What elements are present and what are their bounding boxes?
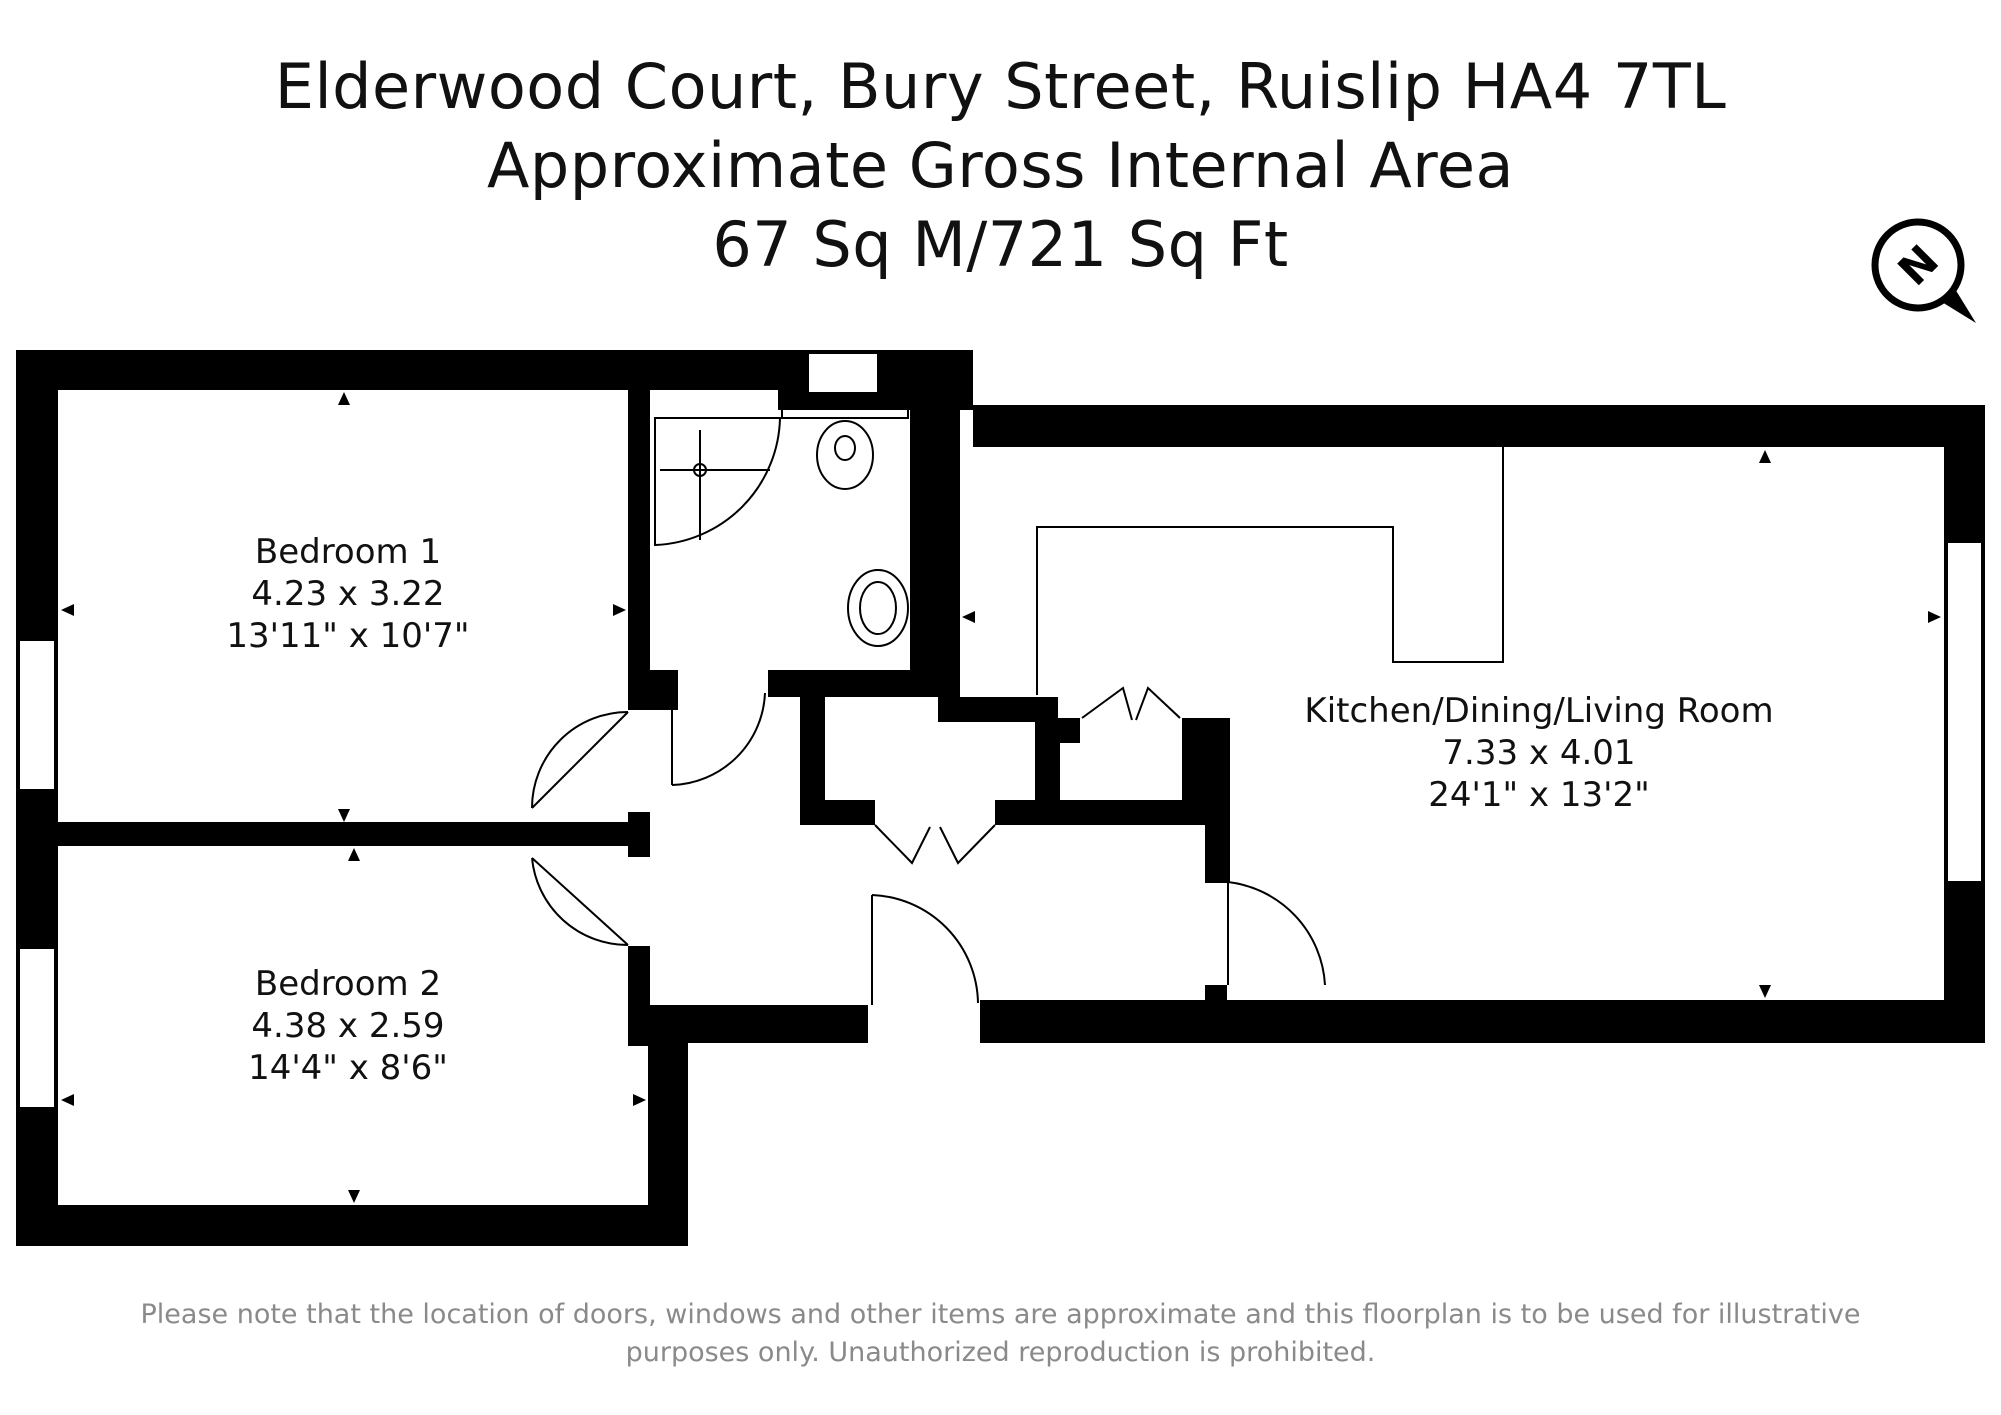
- dimension-arrow: [1759, 985, 1771, 998]
- address-title: Elderwood Court, Bury Street, Ruislip HA…: [274, 50, 1727, 123]
- door-store2: [1081, 686, 1181, 721]
- bathroom-fixtures: [654, 397, 909, 647]
- toilet-icon: [816, 420, 874, 490]
- windows: [18, 352, 1983, 1109]
- window-wc-vent: [807, 352, 879, 394]
- dimension-arrow: [61, 604, 74, 616]
- room-imperial: 13'11" x 10'7": [226, 616, 469, 656]
- door-bedroom2: [531, 857, 629, 947]
- north-arrow-icon: N: [1871, 218, 1976, 323]
- room-bedroom-1: Bedroom 1 4.23 x 3.22 13'11" x 10'7": [226, 532, 469, 656]
- room-metric: 7.33 x 4.01: [1442, 733, 1635, 773]
- kitchen-counter: [1036, 447, 1504, 695]
- dimension-arrow: [633, 1094, 646, 1106]
- walls: [16, 350, 1985, 1246]
- dimension-arrow: [1928, 611, 1941, 623]
- dimension-arrow: [962, 611, 975, 623]
- window-bedroom1: [18, 639, 56, 791]
- door-kitchen: [1227, 881, 1326, 986]
- room-imperial: 14'4" x 8'6": [248, 1048, 448, 1088]
- door-bathroom: [671, 692, 766, 786]
- area-heading: Approximate Gross Internal Area: [487, 129, 1514, 202]
- basin-icon: [847, 569, 909, 647]
- dimension-arrow: [338, 809, 350, 822]
- disclaimer: Please note that the location of doors, …: [0, 1296, 2001, 1372]
- room-name: Bedroom 2: [255, 964, 441, 1004]
- room-bedroom-2: Bedroom 2 4.38 x 2.59 14'4" x 8'6": [248, 964, 448, 1088]
- window-bedroom2: [18, 947, 56, 1109]
- room-imperial: 24'1" x 13'2": [1428, 775, 1650, 815]
- shower-tray-icon: [654, 417, 782, 547]
- dimension-arrow: [348, 848, 360, 861]
- area-value: 67 Sq M/721 Sq Ft: [712, 208, 1289, 281]
- dimension-arrow: [1759, 450, 1771, 463]
- door-bedroom1: [531, 711, 629, 809]
- dimension-arrow: [348, 1190, 360, 1203]
- room-kitchen-dining-living: Kitchen/Dining/Living Room 7.33 x 4.01 2…: [1304, 691, 1773, 815]
- dimension-arrow: [338, 392, 350, 405]
- dimension-markers: [61, 392, 1941, 1203]
- room-name: Kitchen/Dining/Living Room: [1304, 691, 1773, 731]
- dimension-arrow: [61, 1094, 74, 1106]
- door-store1: [874, 824, 996, 865]
- disclaimer-line-1: Please note that the location of doors, …: [140, 1299, 1861, 1330]
- window-kitchen: [1946, 541, 1983, 883]
- doors: [531, 686, 1326, 1005]
- dimension-arrow: [613, 604, 626, 616]
- room-metric: 4.38 x 2.59: [251, 1006, 444, 1046]
- toilet-cistern-icon: [781, 397, 909, 419]
- disclaimer-line-2: purposes only. Unauthorized reproduction…: [625, 1337, 1376, 1368]
- door-entrance: [871, 894, 979, 1005]
- room-name: Bedroom 1: [255, 532, 441, 572]
- room-metric: 4.23 x 3.22: [251, 574, 444, 614]
